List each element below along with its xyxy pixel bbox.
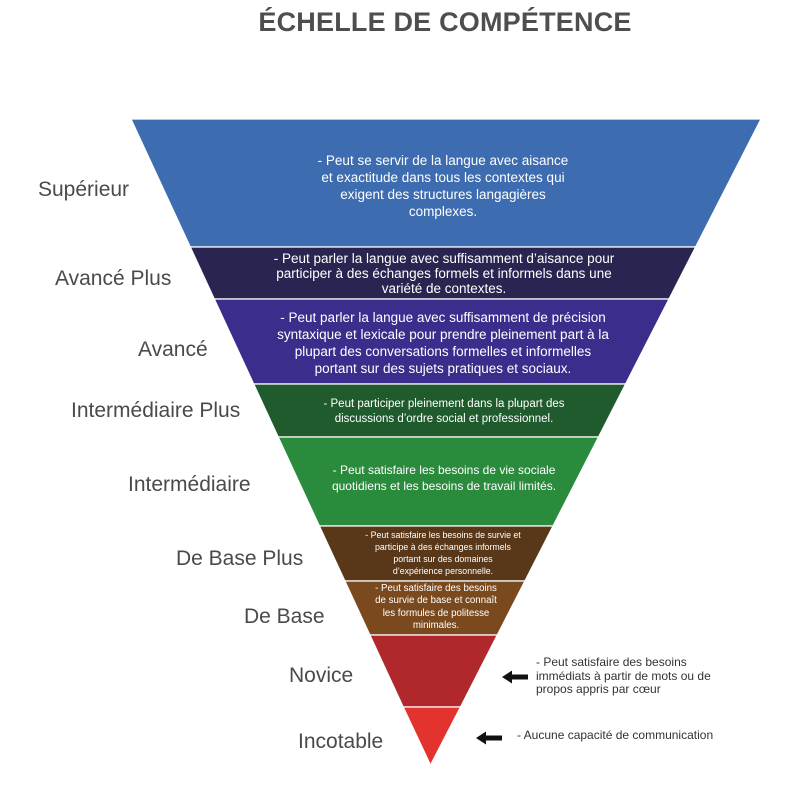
description-intermediaire: - Peut satisfaire les besoins de vie soc… [304, 462, 584, 494]
note-line: immédiats à partir de mots ou de [536, 668, 711, 683]
level-label-avance: Avancé [138, 338, 208, 361]
level-label-novice: Novice [289, 664, 354, 687]
description-line: participer à des échanges formels et inf… [276, 266, 612, 281]
note-line: - Peut satisfaire des besoins [536, 655, 687, 669]
level-label-intermediaire-plus: Intermédiaire Plus [71, 399, 241, 422]
description-superieur: - Peut se servir de la langue avec aisan… [273, 152, 613, 220]
description-avance-plus: - Peut parler la langue avec suffisammen… [224, 251, 664, 296]
description-line: portant sur des sujets pratiques et soci… [314, 361, 572, 376]
level-label-incotable: Incotable [298, 730, 384, 753]
note-line: - Aucune capacité de communication [517, 728, 714, 742]
description-line: d’expérience personnelle. [392, 566, 494, 576]
level-label-superieur: Supérieur [38, 178, 130, 201]
band-novice [368, 634, 499, 708]
level-label-de-base-plus: De Base Plus [176, 547, 304, 570]
description-line: complexes. [408, 204, 478, 219]
description-line: discussions d’ordre social et profession… [334, 413, 554, 425]
description-line: - Peut satisfaire des besoins [375, 583, 497, 594]
band-incotable [402, 706, 462, 767]
description-line: - Peut parler la langue avec suffisammen… [273, 251, 615, 266]
description-line: - Peut parler la langue avec suffisammen… [280, 310, 606, 325]
level-label-de-base: De Base [244, 605, 325, 628]
description-line: et exactitude dans tous les contextes qu… [321, 170, 565, 185]
description-line: plupart des conversations formelles et i… [294, 344, 592, 359]
description-avance: - Peut parler la langue avec suffisammen… [233, 309, 653, 377]
description-line: de survie de base et connaît [375, 595, 497, 607]
description-de-base-plus: - Peut satisfaire les besoins de survie … [343, 529, 543, 577]
description-line: - Peut satisfaire les besoins de vie soc… [332, 463, 556, 477]
description-line: quotidiens et les besoins de travail lim… [331, 479, 557, 493]
note-novice: - Peut satisfaire des besoins immédiats … [536, 655, 711, 697]
arrow-left-icon [476, 731, 502, 745]
arrow-left-icon [502, 670, 528, 684]
note-line: propos appris par cœur [536, 682, 661, 696]
description-line: - Peut participer pleinement dans la plu… [323, 398, 565, 410]
description-line: minimales. [412, 619, 460, 631]
description-line: syntaxique et lexicale pour prendre plei… [277, 327, 609, 342]
description-line: variété de contextes. [381, 281, 507, 296]
description-line: - Peut se servir de la langue avec aisan… [317, 153, 569, 168]
level-label-avance-plus: Avancé Plus [55, 267, 172, 290]
description-line: - Peut satisfaire les besoins de survie … [365, 530, 521, 540]
diagram-title: ÉCHELLE DE COMPÉTENCE [258, 7, 632, 37]
description-line: portant sur des domaines [393, 554, 493, 564]
note-incotable: - Aucune capacité de communication [517, 728, 714, 743]
description-line: les formules de politesse [382, 607, 490, 619]
description-line: participe à des échanges informels [375, 542, 511, 552]
description-intermediaire-plus: - Peut participer pleinement dans la plu… [284, 397, 604, 427]
level-label-intermediaire: Intermédiaire [128, 473, 251, 496]
description-de-base: - Peut satisfaire des besoins de survie … [356, 583, 516, 632]
description-line: exigent des structures langagières [340, 187, 546, 202]
